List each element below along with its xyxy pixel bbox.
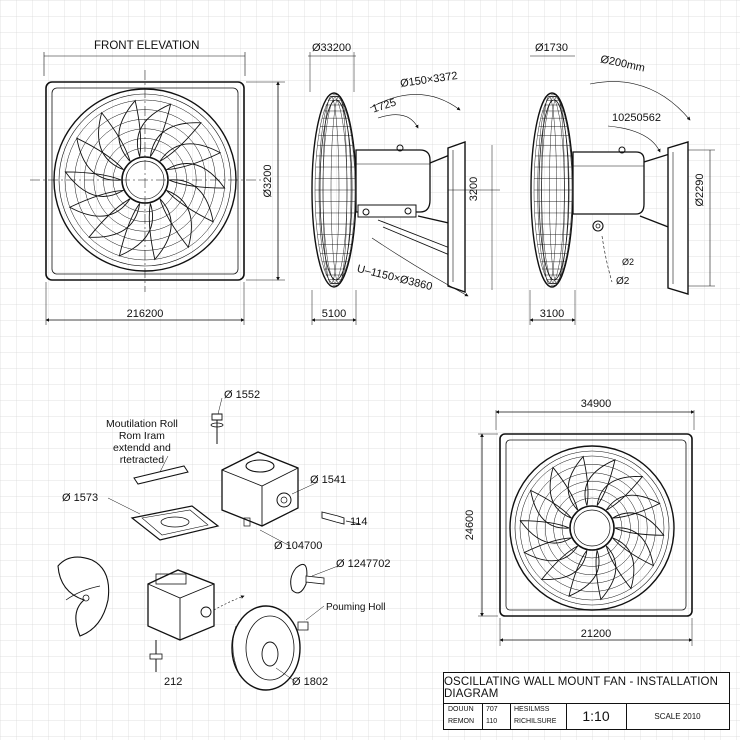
note-line-4: rtetracted bbox=[119, 454, 165, 466]
screw-dimension: Ø 1552 bbox=[224, 389, 261, 401]
guard-rib bbox=[541, 95, 557, 285]
fan-blade bbox=[595, 545, 617, 601]
grille-width-dimension: 34900 bbox=[580, 398, 612, 410]
guard-rib bbox=[533, 95, 573, 285]
spinner-dimension: Ø 1802 bbox=[292, 676, 329, 688]
guard-rib bbox=[537, 95, 565, 285]
cell-key-4: RICHILSURE bbox=[514, 718, 557, 725]
side2-small-dimension-b: Ø2 bbox=[616, 276, 630, 287]
grille-height-dimension: 24600 bbox=[464, 509, 476, 541]
bolt-dimension: 114 bbox=[350, 516, 368, 528]
guard-rib bbox=[314, 95, 356, 285]
propeller-dimension: Ø 1247702 bbox=[336, 558, 391, 570]
guard-rib bbox=[322, 95, 352, 285]
cell-key-2: REMON bbox=[448, 718, 475, 725]
fan-blade bbox=[64, 171, 124, 197]
title-cell-3: HESILMSS RICHILSURE bbox=[510, 703, 567, 729]
fan-blades bbox=[64, 99, 226, 261]
guard-rib bbox=[330, 95, 348, 285]
note-line-1: Moutilation Roll bbox=[106, 418, 178, 430]
front-height-dimension: Ø3200 bbox=[262, 164, 274, 198]
front-width-dimension: 216200 bbox=[126, 308, 164, 320]
guard-ring bbox=[553, 489, 631, 567]
guard-rib bbox=[541, 95, 569, 285]
fan-blade bbox=[605, 537, 635, 590]
mounting-roll-note: Moutilation Roll Rom Iram extendd and rt… bbox=[106, 418, 178, 466]
fan-blade bbox=[549, 466, 579, 519]
fan-blade bbox=[98, 111, 131, 171]
fan-blade bbox=[148, 198, 172, 261]
fan-blade bbox=[530, 489, 572, 529]
fan-blade bbox=[596, 476, 644, 511]
fan-blade bbox=[605, 494, 661, 519]
fan-blade bbox=[68, 189, 131, 217]
side2-small-dimension-a: Ø2 bbox=[622, 257, 635, 267]
housing-dimension: Ø 104700 bbox=[274, 540, 323, 552]
bottom-screw-dimension: 212 bbox=[164, 676, 183, 688]
cell-key-3: HESILMSS bbox=[514, 706, 550, 713]
plate-dimension: Ø 1573 bbox=[62, 492, 99, 504]
fan-blade bbox=[567, 455, 589, 511]
fan-blade bbox=[612, 512, 665, 536]
fan-blade bbox=[519, 520, 572, 544]
fan-blade bbox=[118, 203, 154, 257]
fan-blade bbox=[136, 103, 172, 157]
side1-height-dimension: 3200 bbox=[468, 176, 480, 202]
title-cell-1: DOUUN REMON bbox=[444, 703, 483, 729]
fan-blade bbox=[159, 189, 192, 249]
scale-note: SCALE 2010 bbox=[654, 711, 701, 721]
note-line-3: extendd and bbox=[112, 442, 171, 454]
fan-blade bbox=[88, 198, 141, 238]
side2-height-dimension: Ø2290 bbox=[694, 173, 706, 207]
cell-val-1: 707 bbox=[486, 706, 498, 713]
fan-blade bbox=[166, 179, 214, 223]
side-view-2 bbox=[529, 55, 715, 325]
title-block: OSCILLATING WALL MOUNT FAN - INSTALLATIO… bbox=[443, 672, 730, 730]
side1-base-dimension: 5100 bbox=[321, 308, 347, 320]
guard-rib bbox=[549, 95, 565, 285]
side2-note-dimension: 10250562 bbox=[612, 112, 661, 124]
fan-blade bbox=[76, 137, 124, 181]
title-cell-2: 707 110 bbox=[482, 703, 511, 729]
scale-main: 1:10 bbox=[566, 703, 627, 729]
fan-blade bbox=[540, 545, 588, 580]
fan-blade bbox=[118, 99, 142, 162]
front-elevation-title: FRONT ELEVATION bbox=[94, 40, 200, 52]
guard-ring bbox=[544, 480, 640, 576]
guard-ring bbox=[519, 455, 665, 601]
cell-val-2: 110 bbox=[486, 718, 498, 725]
fan-blade bbox=[584, 459, 616, 506]
fan-blade bbox=[166, 163, 226, 189]
side2-base-dimension: 3100 bbox=[539, 308, 565, 320]
cell-key-1: DOUUN bbox=[448, 706, 474, 713]
pointing-hole-label: Pouming Holl bbox=[326, 602, 386, 613]
grille-base-dimension: 21200 bbox=[580, 628, 612, 640]
exploded-assembly-view bbox=[57, 397, 361, 691]
side1-top-dimension: Ø33200 bbox=[312, 42, 352, 54]
side2-top-dimension: Ø1730 bbox=[535, 42, 569, 54]
fan-blade bbox=[523, 537, 579, 562]
fan-blade bbox=[159, 143, 222, 171]
motor-box-dimension: Ø 1541 bbox=[310, 474, 347, 486]
fan-blade bbox=[612, 527, 654, 567]
fan-blade bbox=[149, 122, 202, 162]
guard-ring bbox=[528, 464, 656, 592]
grille-front-view bbox=[478, 410, 695, 646]
drawing-title: OSCILLATING WALL MOUNT FAN - INSTALLATIO… bbox=[444, 673, 729, 704]
note-line-2: Rom Iram bbox=[118, 430, 165, 442]
fan-blade bbox=[568, 550, 600, 597]
front-elevation-view bbox=[30, 52, 285, 325]
guard-ring bbox=[536, 472, 648, 584]
side-view-1 bbox=[308, 52, 500, 325]
